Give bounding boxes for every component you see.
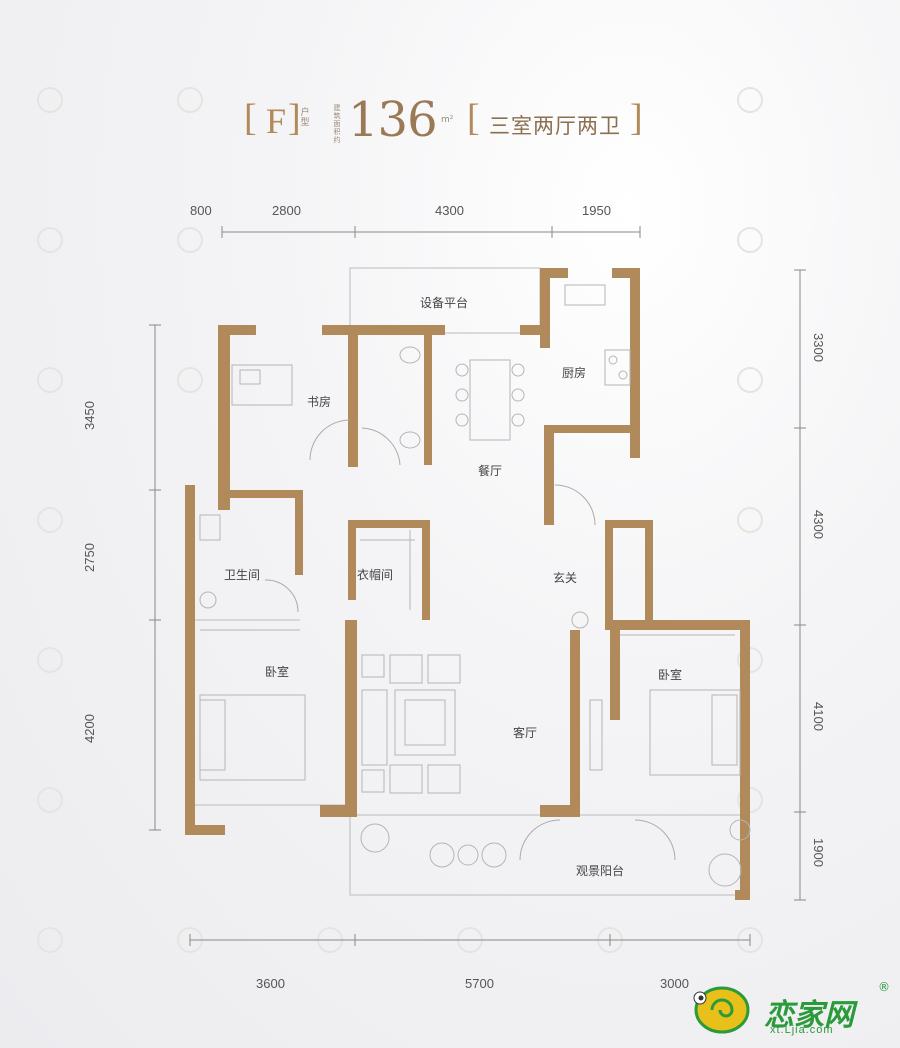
room-study: 书房	[307, 395, 332, 409]
logo-url: xt.Ljia.com	[770, 1024, 834, 1036]
dim-left-0: 3450	[82, 401, 97, 430]
room-bathroom: 卫生间	[224, 568, 261, 582]
dim-right-2: 4100	[811, 702, 826, 731]
dim-top-3: 1950	[582, 203, 611, 218]
header-bracket-close: ]	[630, 97, 643, 139]
dim-bottom-0: 3600	[256, 976, 285, 991]
layout-type: 三室两厅两卫	[489, 114, 621, 138]
header-bracket-left: [	[244, 97, 257, 139]
logo-registered: ®	[878, 980, 890, 994]
doors	[264, 419, 676, 861]
area-unit: m²	[441, 115, 454, 125]
area-label: 建筑面积约	[333, 104, 341, 144]
furniture	[199, 284, 751, 887]
dim-right-3: 1900	[811, 838, 826, 867]
dim-top-0: 800	[190, 203, 212, 218]
room-balcony: 观景阳台	[576, 864, 625, 878]
dim-bottom-2: 3000	[660, 976, 689, 991]
room-bedroom-left: 卧室	[265, 665, 290, 679]
header-bracket-open: [	[467, 97, 480, 139]
room-dining: 餐厅	[478, 464, 503, 478]
dim-left-1: 2750	[82, 543, 97, 572]
dim-bottom-1: 5700	[465, 976, 494, 991]
thin-outlines	[190, 267, 749, 896]
unit-letter: F	[266, 101, 287, 141]
dim-left-2: 4200	[82, 714, 97, 743]
room-equipment-platform: 设备平台	[420, 296, 469, 310]
header-bracket-mid: ]	[288, 97, 301, 139]
room-living: 客厅	[513, 726, 538, 740]
area-value: 136	[348, 92, 438, 148]
logo-brand: 恋家网	[764, 998, 854, 1033]
room-bedroom-right: 卧室	[658, 668, 683, 682]
dimension-lines	[149, 226, 806, 946]
dim-top-1: 2800	[272, 203, 301, 218]
dim-right-0: 3300	[811, 333, 826, 362]
walls	[185, 268, 750, 900]
room-kitchen: 厨房	[562, 366, 587, 380]
unit-type-label: 户型	[300, 108, 310, 128]
room-cloakroom: 衣帽间	[357, 568, 394, 582]
room-foyer: 玄关	[553, 571, 578, 585]
dim-right-1: 4300	[811, 510, 826, 539]
dim-top-2: 4300	[435, 203, 464, 218]
